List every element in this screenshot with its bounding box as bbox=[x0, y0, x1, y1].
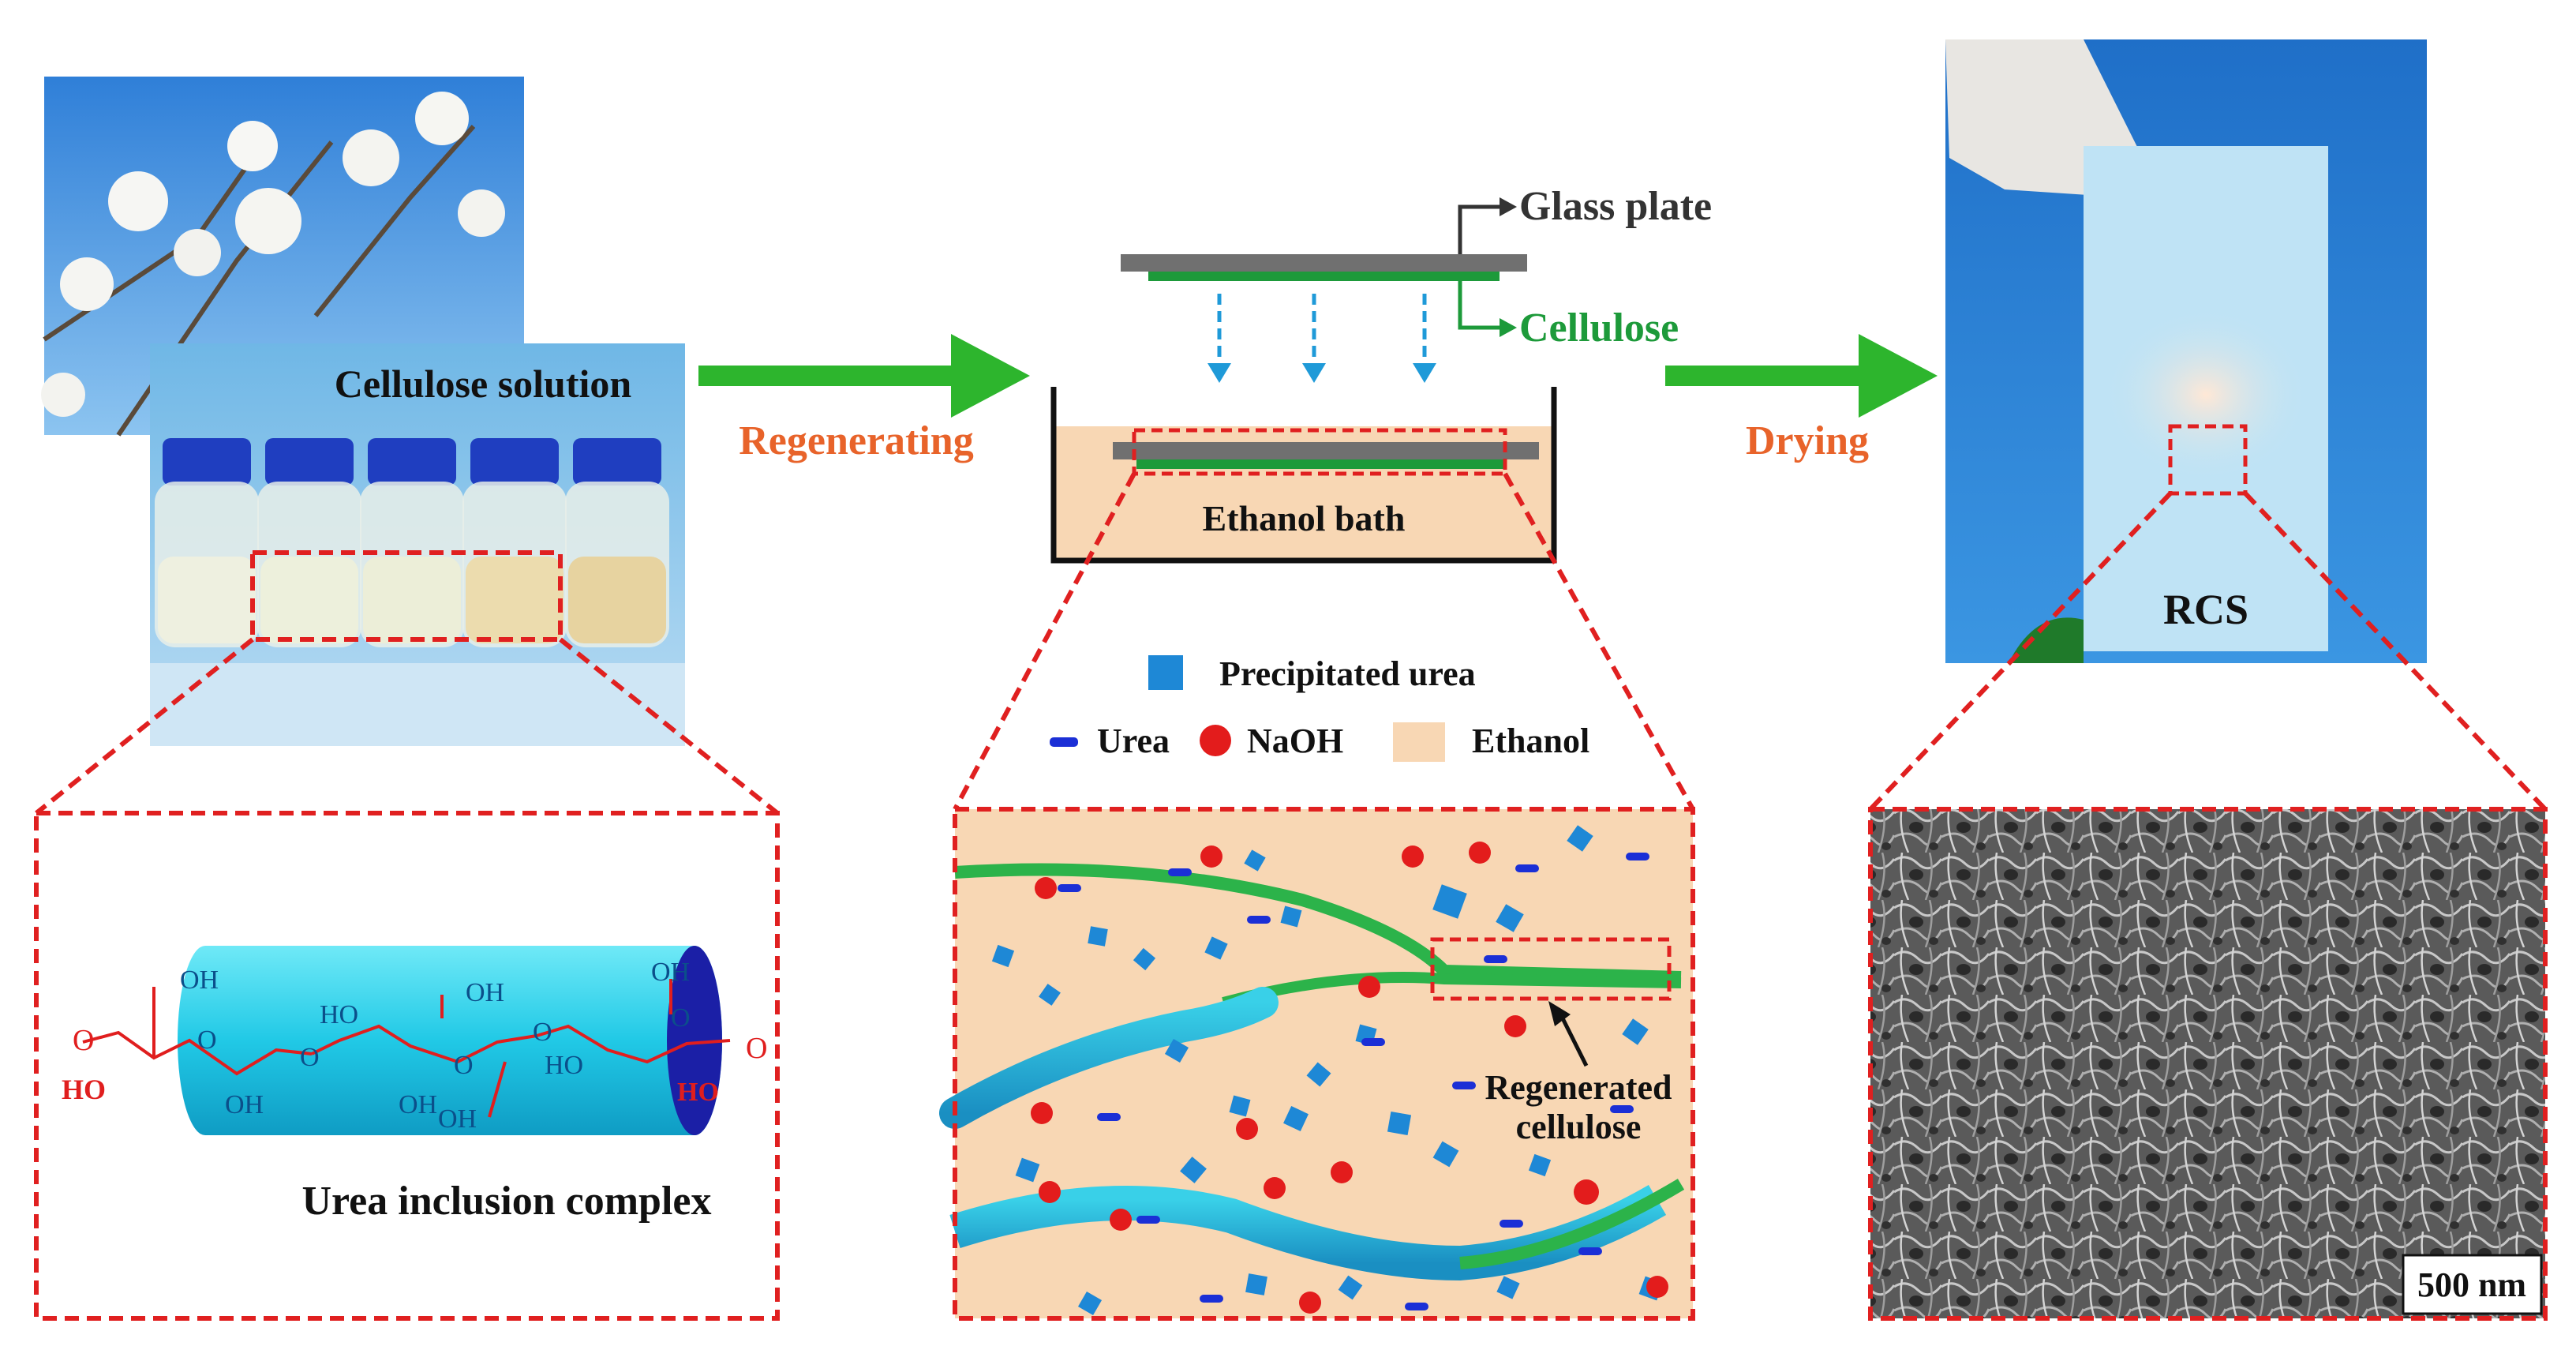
descend-arrowheads bbox=[1208, 363, 1436, 383]
regenerating-arrow: Regenerating bbox=[698, 334, 1030, 463]
zoom-lines-right bbox=[1868, 491, 2548, 812]
cellulose-fiber bbox=[939, 987, 1279, 1129]
drying-label: Drying bbox=[1746, 418, 1869, 463]
legend-precipitated-urea: Precipitated urea bbox=[1219, 654, 1476, 693]
ethanol-bath-label: Ethanol bath bbox=[1203, 498, 1406, 538]
mol-label: O bbox=[73, 1024, 94, 1057]
tube-end bbox=[667, 946, 722, 1135]
precipitated-urea-swatch bbox=[1148, 655, 1183, 690]
descend-arrows bbox=[1217, 294, 1427, 367]
rcs-film-photo: RCS bbox=[1945, 39, 2427, 663]
mol-label: O bbox=[746, 1032, 767, 1065]
mol-label: HO bbox=[677, 1078, 719, 1107]
bottles-photo: Cellulose solution bbox=[150, 343, 685, 746]
glass-plate-assembly: Glass plate Cellulose bbox=[1121, 184, 1712, 351]
mol-label: O bbox=[671, 1003, 691, 1033]
mol-label: OH bbox=[399, 1090, 437, 1119]
scale-bar-box bbox=[2402, 1254, 2543, 1315]
bottle bbox=[462, 438, 567, 647]
legend-naoh: NaOH bbox=[1247, 722, 1343, 760]
mol-label: HO bbox=[62, 1074, 106, 1105]
mol-label: HO bbox=[320, 1000, 358, 1029]
urea-inclusion-label: Urea inclusion complex bbox=[301, 1179, 711, 1224]
regenerating-label: Regenerating bbox=[739, 418, 973, 463]
mol-label: O bbox=[300, 1043, 320, 1072]
bottle bbox=[257, 438, 361, 647]
cellulose-film bbox=[1148, 272, 1500, 281]
urea-molecules bbox=[1058, 853, 1649, 1310]
mol-label: O bbox=[454, 1051, 474, 1080]
zoom-lines-center bbox=[953, 472, 1695, 811]
urea-inclusion-panel: O HO OH O OH O HO OH O OH O OH HO OH O O… bbox=[34, 811, 780, 1321]
mol-label: OH bbox=[466, 978, 504, 1007]
mol-label: OH bbox=[651, 958, 690, 987]
cotton-photo bbox=[41, 77, 524, 437]
bottle bbox=[360, 438, 464, 647]
sem-micrograph: 500 nm bbox=[1868, 807, 2548, 1321]
urea-swatch bbox=[1050, 737, 1078, 747]
regenerated-cellulose-label-1: Regenerated bbox=[1485, 1068, 1672, 1107]
glass-plate bbox=[1121, 254, 1527, 272]
regenerated-cellulose-label-2: cellulose bbox=[1516, 1108, 1642, 1146]
cellulose-fiber bbox=[1459, 1179, 1685, 1269]
bottle bbox=[155, 438, 259, 647]
molecule-chain bbox=[82, 979, 731, 1118]
mol-label: O bbox=[533, 1018, 552, 1047]
zoom-box-bath bbox=[1132, 428, 1507, 476]
scale-bar-label: 500 nm bbox=[2417, 1265, 2526, 1304]
bottle bbox=[565, 438, 669, 647]
legend: Precipitated urea Urea NaOH Ethanol bbox=[1050, 654, 1589, 762]
regenerated-zoom-box bbox=[1430, 937, 1672, 1001]
cellulose-fiber bbox=[954, 863, 1682, 984]
drying-arrow: Drying bbox=[1665, 334, 1938, 463]
mol-label: OH bbox=[438, 1104, 477, 1134]
zoom-lines-left bbox=[35, 637, 779, 815]
ethanol-bath: Ethanol bath bbox=[1050, 387, 1557, 564]
regeneration-panel: Regenerated cellulose bbox=[939, 807, 1695, 1321]
zoom-box-film bbox=[2168, 424, 2248, 496]
legend-urea: Urea bbox=[1097, 722, 1170, 760]
cellulose-solution-label: Cellulose solution bbox=[335, 362, 632, 406]
cellulose-tube bbox=[178, 946, 722, 1135]
mol-label: OH bbox=[180, 965, 219, 995]
naoh-particles bbox=[1031, 842, 1668, 1314]
naoh-swatch bbox=[1200, 725, 1231, 756]
legend-ethanol: Ethanol bbox=[1472, 722, 1589, 760]
rcs-label: RCS bbox=[2163, 586, 2248, 633]
mol-label: O bbox=[197, 1025, 217, 1055]
ethanol-swatch bbox=[1393, 722, 1445, 762]
mol-label: HO bbox=[545, 1051, 583, 1080]
glass-plate-label: Glass plate bbox=[1519, 184, 1712, 229]
mol-label: OH bbox=[225, 1090, 264, 1119]
cellulose-label: Cellulose bbox=[1519, 306, 1679, 351]
